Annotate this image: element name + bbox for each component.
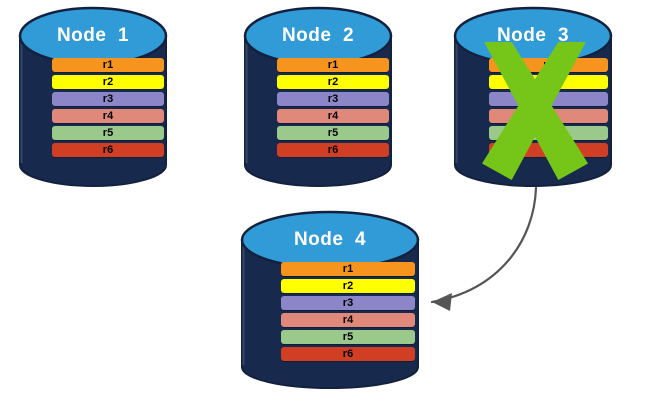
data-row-label: r2 bbox=[342, 280, 354, 292]
data-row-label: r6 bbox=[342, 348, 354, 360]
data-row-label: r4 bbox=[543, 110, 554, 122]
data-row-label: r4 bbox=[102, 110, 114, 122]
cylinder-top-ellipse bbox=[18, 6, 168, 66]
data-row-label: r5 bbox=[342, 331, 354, 343]
data-row-r2[interactable]: r2 bbox=[489, 75, 608, 89]
redistribution-arrow-line bbox=[430, 186, 538, 304]
data-rows: r1 r2 r3 r4 r5 r6 bbox=[281, 262, 415, 361]
data-row-label: r3 bbox=[102, 93, 114, 105]
data-row-r5[interactable]: r5 bbox=[489, 126, 608, 140]
cylinder-top-ellipse bbox=[240, 210, 420, 270]
data-row-label: r1 bbox=[543, 59, 554, 71]
data-row-label: r4 bbox=[327, 110, 339, 122]
data-row-label: r3 bbox=[543, 93, 554, 105]
data-row-label: r2 bbox=[327, 76, 339, 88]
redistribution-arrow-head bbox=[432, 293, 452, 311]
data-row-r4[interactable]: r4 bbox=[281, 313, 415, 327]
data-row-r1[interactable]: r1 bbox=[281, 262, 415, 276]
cylinder-top-ellipse bbox=[453, 6, 613, 66]
data-row-r3[interactable]: r3 bbox=[281, 296, 415, 310]
data-row-r3[interactable]: r3 bbox=[52, 92, 164, 106]
data-row-label: r5 bbox=[327, 127, 339, 139]
cylinder-top-ellipse bbox=[243, 6, 393, 66]
data-row-r6[interactable]: r6 bbox=[489, 143, 608, 157]
data-row-r2[interactable]: r2 bbox=[277, 75, 389, 89]
data-row-r3[interactable]: r3 bbox=[489, 92, 608, 106]
data-row-r1[interactable]: r1 bbox=[52, 58, 164, 72]
data-row-r5[interactable]: r5 bbox=[52, 126, 164, 140]
data-row-r1[interactable]: r1 bbox=[277, 58, 389, 72]
data-row-label: r1 bbox=[102, 59, 114, 71]
data-row-r6[interactable]: r6 bbox=[281, 347, 415, 361]
data-row-label: r6 bbox=[102, 144, 114, 156]
data-row-label: r3 bbox=[342, 297, 354, 309]
data-row-label: r3 bbox=[327, 93, 339, 105]
data-row-r6[interactable]: r6 bbox=[52, 143, 164, 157]
data-row-label: r6 bbox=[543, 144, 554, 156]
data-row-r6[interactable]: r6 bbox=[277, 143, 389, 157]
data-row-r4[interactable]: r4 bbox=[489, 109, 608, 123]
data-rows: r1 r2 r3 r4 r5 r6 bbox=[489, 58, 608, 157]
data-row-r1[interactable]: r1 bbox=[489, 58, 608, 72]
data-row-r4[interactable]: r4 bbox=[52, 109, 164, 123]
data-row-r5[interactable]: r5 bbox=[281, 330, 415, 344]
data-row-r5[interactable]: r5 bbox=[277, 126, 389, 140]
data-rows: r1 r2 r3 r4 r5 r6 bbox=[52, 58, 164, 157]
data-row-r2[interactable]: r2 bbox=[281, 279, 415, 293]
data-row-r4[interactable]: r4 bbox=[277, 109, 389, 123]
data-row-label: r6 bbox=[327, 144, 339, 156]
data-rows: r1 r2 r3 r4 r5 r6 bbox=[277, 58, 389, 157]
data-row-label: r5 bbox=[543, 127, 554, 139]
data-row-label: r1 bbox=[327, 59, 339, 71]
data-row-label: r1 bbox=[342, 263, 354, 275]
data-row-r3[interactable]: r3 bbox=[277, 92, 389, 106]
data-row-label: r2 bbox=[102, 76, 114, 88]
data-row-r2[interactable]: r2 bbox=[52, 75, 164, 89]
data-row-label: r4 bbox=[342, 314, 354, 326]
data-row-label: r2 bbox=[543, 76, 554, 88]
data-row-label: r5 bbox=[102, 127, 114, 139]
